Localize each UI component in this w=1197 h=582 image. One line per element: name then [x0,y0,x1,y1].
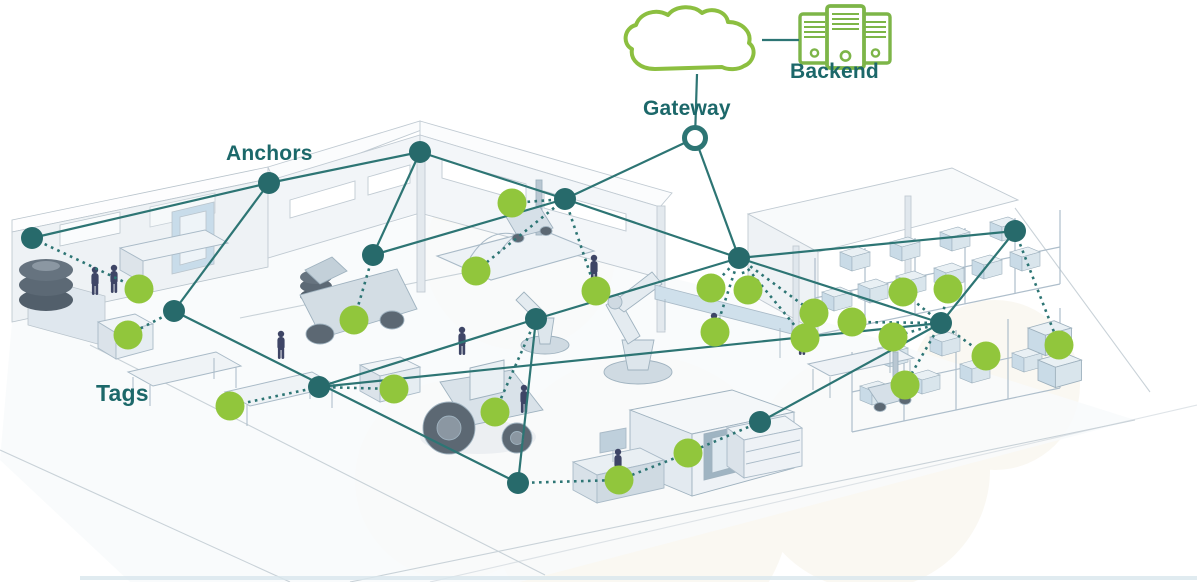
tag-node-T19 [888,277,918,307]
anchors-label: Anchors [226,142,313,165]
anchor-node-A7 [930,312,952,334]
tag-node-T18 [878,322,908,352]
right-canopy [746,167,1020,339]
tag-node-T9 [379,374,409,404]
link-solid-A11-A5 [535,256,740,321]
network-layer [21,38,1074,495]
link-dotted-A10-T9 [318,385,395,391]
link-solid-A5-A6 [738,229,1016,260]
backend-label: Backend [790,60,879,83]
link-dotted-A4-T7 [563,198,598,292]
anchor-node-A4 [554,188,576,210]
link-solid-A1-A2 [31,181,270,240]
gateway-label: Gateway [643,97,731,120]
link-solid-A9-A12 [173,310,519,484]
link-solid-A4-A5 [564,197,740,260]
tag-node-T8 [480,397,510,427]
link-dotted-A7-T17 [851,320,942,325]
tag-node-T17 [837,307,867,337]
anchor-node-A12 [507,472,529,494]
tire-stack-left [19,259,73,311]
link-dotted-A7-T22 [903,322,943,386]
link-solid-A6-A7 [940,230,1016,324]
link-dotted-T11-A13 [687,420,761,455]
link-dotted-A5-T16 [737,257,807,339]
bench-wall [118,229,230,284]
tag-node-T15 [799,298,829,328]
link-solid-A3-A8 [371,151,422,256]
link-dotted-A5-T15 [738,256,815,315]
tag-node-T4 [339,305,369,335]
tag-node-T3 [215,391,245,421]
tags-label: Tags [96,380,149,406]
anchor-node-A13 [749,411,771,433]
link-dotted-A11-T8 [493,318,538,413]
link-solid-GW-A5 [693,137,741,259]
link-solid-A5-A7 [738,256,942,325]
link-dotted-A10-T3 [229,385,320,408]
anchor-node-A9 [163,300,185,322]
anchor-node-A11 [525,308,547,330]
tag-node-T23 [1044,330,1074,360]
anchor-node-A8 [362,244,384,266]
tag-node-T14 [700,317,730,347]
tag-node-T2 [113,320,143,350]
link-solid-A4-A8 [372,197,566,257]
tag-node-T21 [971,341,1001,371]
link-solid-A7-A13 [759,322,942,423]
tag-node-T7 [581,276,611,306]
cloud-icon [623,5,756,72]
gateway-node [682,125,708,151]
link-solid-GW-A4 [564,137,696,200]
link-solid-A10-A11 [318,317,537,389]
tag-node-T1 [124,274,154,304]
anchor-node-A2 [258,172,280,194]
tag-node-T16 [790,323,820,353]
link-dotted-A12-T10 [517,478,620,485]
link-solid-A2-A3 [268,150,421,185]
link-solid-A2-A9 [173,182,270,312]
anchor-node-A10 [308,376,330,398]
anchor-node-A6 [1004,220,1026,242]
tag-node-T13 [733,275,763,305]
tag-node-T20 [933,274,963,304]
link-dotted-T10-T11 [618,451,689,482]
link-dotted-A4-T6 [475,197,566,273]
link-solid-A3-A4 [419,150,566,201]
tag-node-T11 [673,438,703,468]
tag-node-T12 [696,273,726,303]
anchor-node-A5 [728,247,750,269]
left-wall [11,166,269,347]
backend-servers-icon [798,4,892,70]
anchor-node-A3 [409,141,431,163]
tag-node-T5 [497,188,527,218]
link-solid-A10-A7 [318,321,942,389]
link-dotted-A1-T1 [31,236,140,291]
bench-1 [126,351,243,406]
tag-node-T6 [461,256,491,286]
anchor-node-A1 [21,227,43,249]
tag-node-T10 [604,465,634,495]
storage-box-left [96,313,155,360]
tag-node-T22 [890,370,920,400]
link-solid-A11-A12 [516,318,538,484]
